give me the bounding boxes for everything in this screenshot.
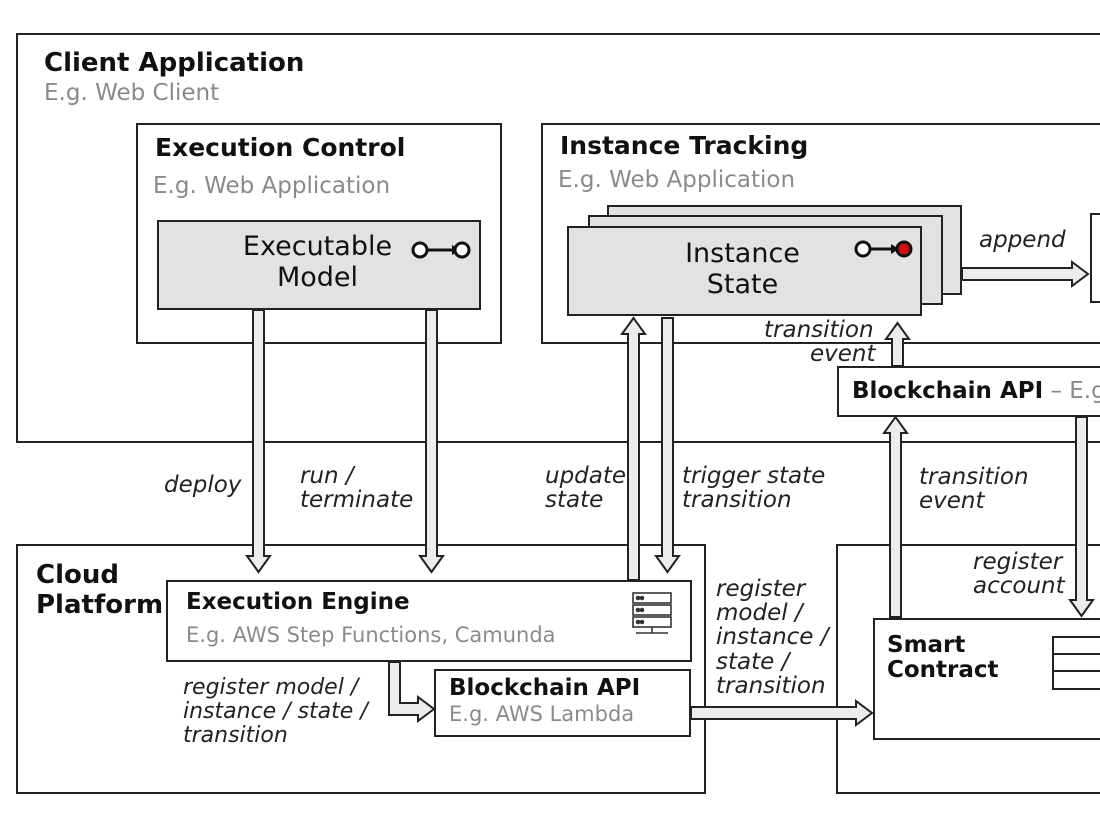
state-transition-icon — [411, 241, 471, 259]
blockchain-api-bottom-box — [434, 669, 691, 737]
trigger-label-line1: trigger state — [682, 463, 826, 489]
update-state-label-line2: state — [545, 487, 604, 513]
register-left-label-line1: register model / — [183, 675, 359, 700]
transition-event-top-label-line1: transition — [764, 317, 874, 343]
server-icon — [632, 592, 672, 634]
register-right-label-line4: state / — [716, 649, 790, 675]
deploy-label: deploy — [164, 472, 242, 498]
register-account-label-line1: register — [973, 549, 1063, 575]
blockchain-api-top-label: Blockchain API – E.g — [852, 378, 1100, 404]
cloud-platform-title-line2: Platform — [36, 590, 164, 620]
deploy-arrow — [245, 309, 272, 574]
register-right-label-line1: register — [716, 576, 806, 602]
append-label: append — [979, 227, 1066, 253]
register-right-label-line3: instance / — [716, 624, 829, 650]
run-terminate-arrow — [418, 309, 445, 574]
smart-contract-label-line2: Contract — [887, 657, 999, 683]
register-right-label-line5: transition — [716, 673, 826, 699]
client-application-subtitle: E.g. Web Client — [44, 80, 220, 106]
client-application-title: Client Application — [44, 48, 305, 78]
cloud-platform-title-line1: Cloud — [36, 560, 119, 590]
register-account-arrow — [1068, 416, 1095, 618]
run-label-line2: terminate — [300, 487, 414, 513]
execution-control-subtitle: E.g. Web Application — [153, 173, 391, 199]
execution-engine-box — [166, 580, 692, 662]
executable-model-label-line2: Model — [276, 262, 359, 293]
executable-model-box — [157, 220, 481, 310]
executable-model-label-line1: Executable — [242, 231, 393, 262]
register-right-label-line2: model / — [716, 600, 803, 626]
transition-event-mid-label-line1: transition — [919, 464, 1029, 490]
trigger-label-line2: transition — [682, 487, 792, 513]
execution-engine-subtitle: E.g. AWS Step Functions, Camunda — [186, 623, 556, 647]
trigger-state-transition-arrow — [654, 317, 681, 574]
append-arrow — [961, 260, 1090, 288]
instance-tracking-subtitle: E.g. Web Application — [558, 167, 796, 193]
transition-event-mid-label-line2: event — [919, 488, 985, 514]
blockchain-api-top-box — [837, 366, 1100, 417]
instance-state-label-line2: State — [706, 269, 779, 300]
transition-event-top-label-line2: event — [810, 341, 876, 367]
blockchain-api-bottom-title: Blockchain API — [449, 675, 641, 701]
execution-engine-title: Execution Engine — [186, 589, 410, 615]
register-right-arrow — [690, 699, 874, 727]
update-state-arrow — [620, 316, 647, 581]
blockchain-api-top-title: Blockchain API — [852, 378, 1044, 404]
execution-control-title: Execution Control — [155, 133, 406, 162]
register-left-arrow — [388, 661, 436, 723]
blockchain-api-bottom-subtitle: E.g. AWS Lambda — [449, 702, 635, 726]
register-left-label-line3: transition — [183, 723, 288, 748]
run-label-line1: run / — [300, 463, 354, 489]
register-account-label-line2: account — [973, 573, 1065, 599]
active-state-token-icon — [854, 240, 913, 258]
ledger-table-icon — [1052, 636, 1100, 690]
update-state-label-line1: update — [545, 463, 627, 489]
instance-tracking-title: Instance Tracking — [560, 131, 809, 160]
transition-event-mid-arrow — [882, 415, 909, 618]
append-target-box — [1090, 213, 1100, 303]
blockchain-api-top-suffix: – E.g — [1050, 378, 1100, 404]
smart-contract-label-line1: Smart — [887, 632, 966, 658]
transition-event-top-arrow — [884, 321, 911, 367]
instance-state-label-line1: Instance — [685, 238, 800, 269]
register-left-label-line2: instance / state / — [183, 699, 368, 724]
